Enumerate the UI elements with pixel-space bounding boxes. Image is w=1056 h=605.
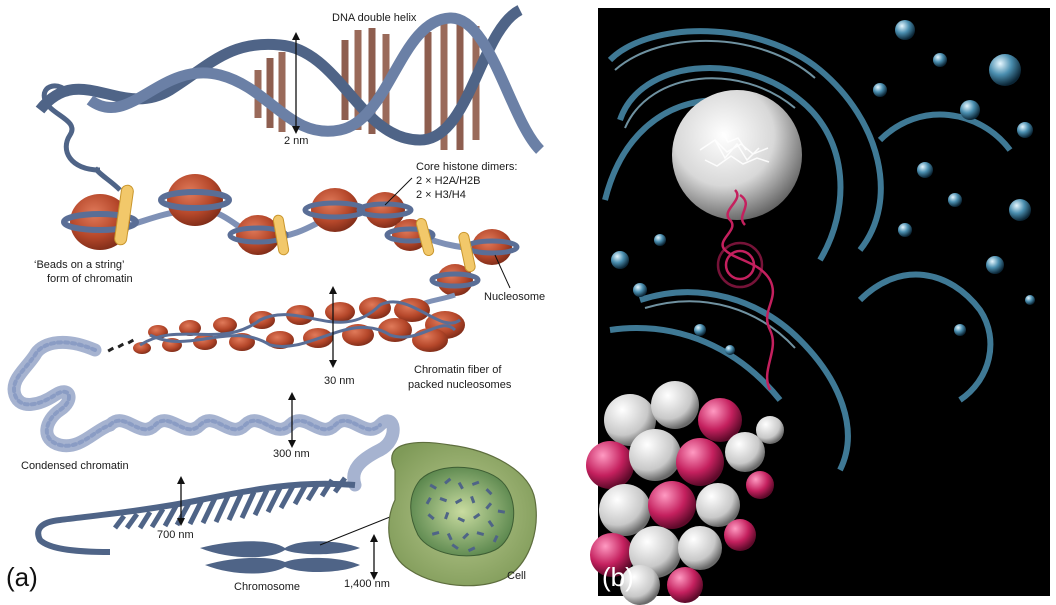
chromosome-label: Chromosome	[234, 581, 300, 593]
nucleus-sphere	[672, 90, 802, 220]
fiber-label-line-2: packed nucleosomes	[408, 379, 512, 391]
condensed-chromatin-graphic	[7, 335, 400, 492]
nucleosome-label: Nucleosome	[484, 291, 545, 303]
chromatin-fiber-graphic	[107, 292, 465, 354]
supercoil-graphic	[35, 476, 356, 555]
histone-pointer-line	[384, 177, 413, 206]
condensed-width-label: 300 nm	[273, 448, 310, 460]
dna-double-helix-graphic	[35, 5, 545, 192]
coil-width-label: 700 nm	[157, 529, 194, 541]
nucleosome-pointer-line	[494, 254, 511, 289]
dna-width-label: 2 nm	[284, 135, 308, 147]
panel-a: DNA double helix 2 nm	[6, 5, 545, 593]
vesicle-bubbles	[611, 20, 1035, 355]
dna-title-label: DNA double helix	[332, 12, 417, 24]
beads-label-line-2: form of chromatin	[47, 273, 133, 285]
condensed-chromatin-label: Condensed chromatin	[21, 460, 129, 472]
cell-label: Cell	[507, 570, 526, 582]
histone-title-label: Core histone dimers:	[416, 161, 518, 173]
beads-label-line-1: ‘Beads on a string’	[34, 259, 125, 271]
panel-a-letter: (a)	[6, 562, 38, 592]
protein-atoms	[586, 381, 784, 605]
histone-dimer-2-label: 2 × H3/H4	[416, 189, 466, 201]
membrane-swirls	[602, 28, 1013, 472]
beads-on-string-graphic	[61, 174, 520, 296]
histone-dimer-1-label: 2 × H2A/H2B	[416, 175, 481, 187]
panel-b: (b)	[586, 8, 1050, 605]
chromosome-width-label: 1,400 nm	[344, 578, 390, 590]
dna-chain	[716, 189, 775, 391]
panel-b-letter: (b)	[602, 562, 634, 592]
fiber-width-label: 30 nm	[324, 375, 355, 387]
fiber-label-line-1: Chromatin fiber of	[414, 364, 502, 376]
cell-graphic	[388, 441, 537, 587]
chromosome-graphic	[200, 541, 360, 574]
